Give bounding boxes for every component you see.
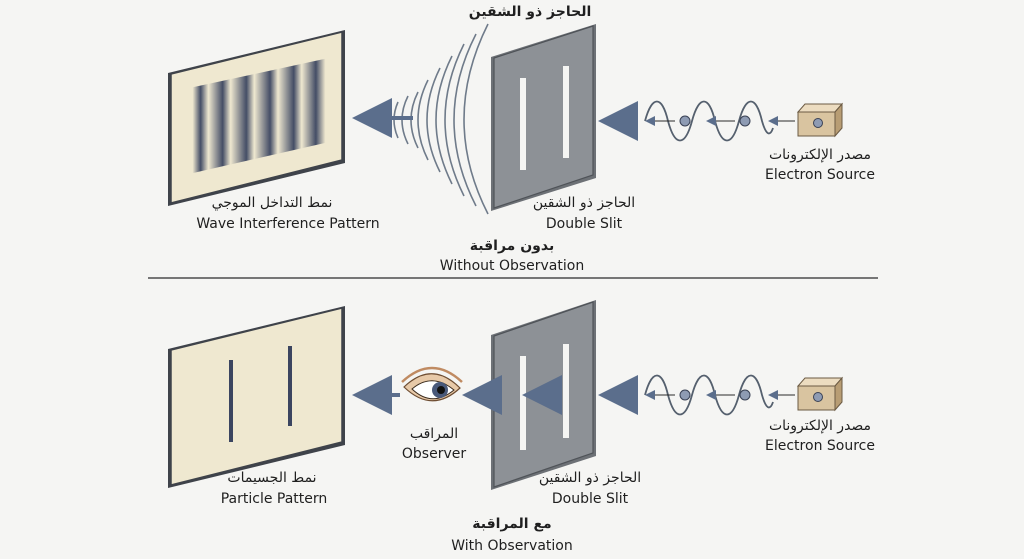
electron-wave-top <box>644 100 795 142</box>
source-label-en-top: Electron Source <box>765 167 875 183</box>
slit-left <box>520 356 526 450</box>
slit-label-ar-top: الحاجز ذو الشقين <box>532 195 636 211</box>
electron-source-box-top <box>796 102 844 138</box>
electron-particle <box>679 115 691 127</box>
caption-ar-top: بدون مراقبة <box>469 238 555 254</box>
source-label-ar-top: مصدر الإلكترونات <box>768 147 872 163</box>
barrier-heading: الحاجز ذو الشقين <box>468 4 592 20</box>
source-label-ar-bottom: مصدر الإلكترونات <box>768 418 872 434</box>
observer-eye-icon <box>401 366 463 402</box>
electron-particle <box>739 389 751 401</box>
slit-label-en-bottom: Double Slit <box>551 491 629 507</box>
observer-label-ar: المراقب <box>409 426 459 442</box>
electron-particle <box>679 389 691 401</box>
slit-right <box>563 344 569 438</box>
double-slit-barrier-top <box>491 24 596 211</box>
electron-source-box-bottom <box>796 376 844 412</box>
particle-pattern-label-ar: نمط الجسيمات <box>227 470 317 486</box>
slit-right <box>563 66 569 158</box>
electron-particle <box>739 115 751 127</box>
caption-en-top: Without Observation <box>439 258 585 274</box>
particle-band-right <box>288 346 292 426</box>
slit-left <box>520 78 526 170</box>
wave-pattern-label-ar: نمط التداخل الموجي <box>211 195 333 211</box>
particle-screen <box>168 306 345 488</box>
slit-label-ar-bottom: الحاجز ذو الشقين <box>538 470 642 486</box>
caption-en-bottom: With Observation <box>451 538 573 554</box>
caption-ar-bottom: مع المراقبة <box>472 516 552 532</box>
particle-pattern-label-en: Particle Pattern <box>220 491 328 507</box>
slit-label-en-top: Double Slit <box>545 216 623 232</box>
wave-pattern-label-en: Wave Interference Pattern <box>196 216 380 232</box>
observer-label-en: Observer <box>401 446 467 462</box>
source-label-en-bottom: Electron Source <box>765 438 875 454</box>
electron-wave-bottom <box>644 374 795 416</box>
particle-band-left <box>229 360 233 442</box>
interference-screen <box>168 30 345 206</box>
